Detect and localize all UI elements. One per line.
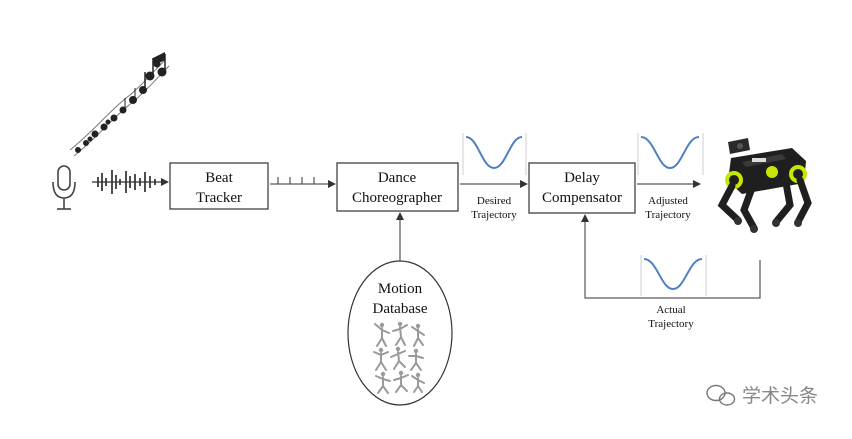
- dancer-figures-icon: [373, 321, 425, 394]
- motion-database-label-1: Motion: [378, 281, 423, 297]
- motion-database-block: Motion Database: [347, 260, 453, 406]
- beat-pulses-icon: [277, 177, 315, 184]
- watermark: 学术头条: [706, 384, 818, 407]
- music-notes-icon: [69, 52, 170, 157]
- adjusted-label-1: Adjusted: [648, 195, 688, 207]
- desired-label-1: Desired: [477, 195, 512, 207]
- desired-label-2: Trajectory: [471, 209, 517, 221]
- watermark-text: 学术头条: [742, 385, 818, 407]
- dance-choreographer-label-1: Dance: [378, 170, 417, 186]
- adjusted-label-2: Trajectory: [645, 209, 691, 221]
- microphone-icon: [52, 165, 76, 210]
- adjusted-trajectory-plot: [637, 133, 704, 175]
- delay-compensator-label-1: Delay: [564, 170, 600, 186]
- beat-tracker-block: Beat Tracker: [169, 162, 269, 210]
- delay-compensator-label-2: Compensator: [542, 190, 622, 206]
- feedback-arrow: [581, 214, 761, 299]
- beat-tracker-label-2: Tracker: [196, 190, 242, 206]
- actual-label-1: Actual: [656, 304, 685, 316]
- beat-tracker-label-1: Beat: [205, 170, 233, 186]
- desired-trajectory-plot: [462, 133, 527, 175]
- actual-trajectory-plot: [640, 255, 707, 296]
- delay-compensator-block: Delay Compensator: [528, 162, 636, 214]
- dance-choreographer-block: Dance Choreographer: [336, 162, 459, 212]
- dance-choreographer-label-2: Choreographer: [352, 190, 442, 206]
- motion-database-label-2: Database: [373, 301, 428, 317]
- wechat-logo-icon: [706, 384, 736, 406]
- actual-label-2: Trajectory: [648, 318, 694, 330]
- quadruped-robot-icon: [717, 138, 812, 233]
